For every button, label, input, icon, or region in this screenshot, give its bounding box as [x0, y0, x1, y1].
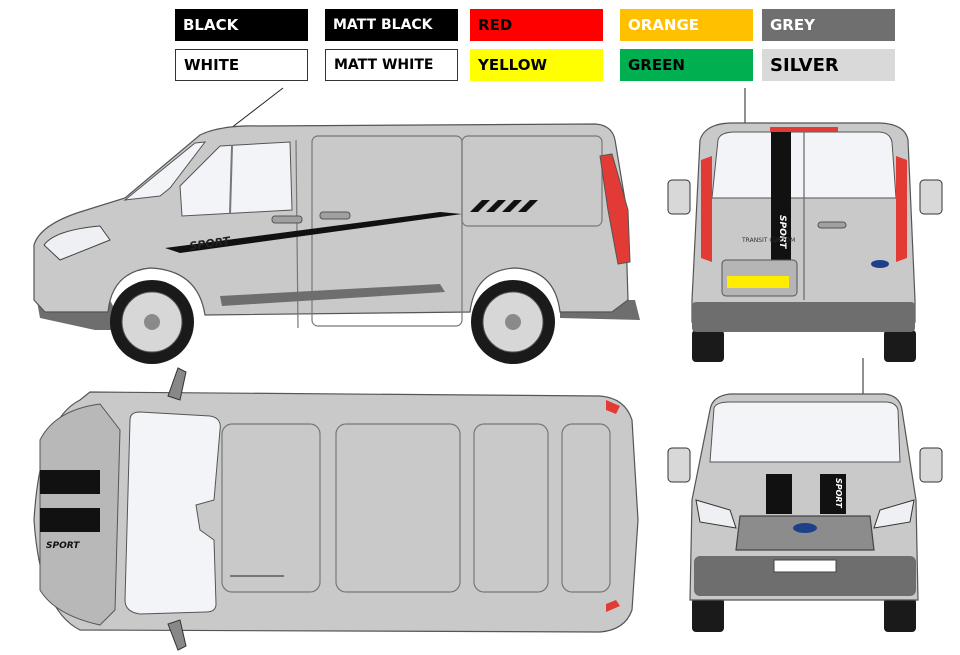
front-bumper [694, 556, 916, 596]
swatch-label: BLACK [183, 16, 239, 34]
top-mirror [167, 367, 187, 401]
rear-lamp-left [701, 156, 712, 262]
top-hood-stripe [40, 470, 100, 494]
mirror-right [919, 179, 943, 215]
swatch-grey: GREY [762, 9, 895, 41]
rear-brake-light [770, 127, 838, 132]
swatch-green: GREEN [620, 49, 753, 81]
front-headlamp-right [873, 499, 915, 529]
swatch-orange: ORANGE [620, 9, 753, 41]
swatch-label: ORANGE [628, 16, 700, 34]
swatch-label: YELLOW [478, 56, 547, 74]
side-windscreen [123, 141, 207, 201]
swatch-label: WHITE [184, 56, 240, 74]
roof-panel [335, 423, 461, 593]
rear-sport-decal: SPORT [777, 215, 787, 249]
front-logo [793, 523, 817, 533]
top-rear-lamp [606, 400, 620, 414]
top-sport-decal: SPORT [46, 541, 80, 551]
mirror-left [667, 179, 691, 215]
front-headlamp-left [695, 499, 737, 529]
rear-tyre-right [884, 330, 916, 362]
rear-stripe-decal [771, 132, 791, 262]
side-stripe-decal [470, 200, 538, 212]
rear-lamp-right [896, 156, 907, 262]
top-rear-lamp [606, 600, 620, 612]
side-rear-lamp [599, 153, 631, 265]
swatch-silver: SILVER [762, 49, 895, 81]
side-sport-decal: SPORT [189, 234, 233, 253]
swatch-label: GREEN [628, 56, 685, 74]
side-moulding [220, 284, 445, 306]
side-cargo-panel [461, 135, 603, 227]
swatch-white: WHITE [175, 49, 308, 81]
swatch-label: MATT BLACK [333, 17, 433, 33]
top-windscreen [124, 411, 221, 615]
swatch-yellow: YELLOW [470, 49, 603, 81]
swatch-red: RED [470, 9, 603, 41]
rear-tyre-left [692, 330, 724, 362]
front-number-plate [773, 559, 837, 573]
swatch-matt-white: MATT WHITE [325, 49, 458, 81]
door-handle [271, 215, 303, 224]
rear-badge: TRANSIT CUSTOM [741, 237, 795, 244]
roof-panel [221, 423, 321, 593]
roof-panel [561, 423, 611, 593]
front-bonnet-stripe [820, 474, 846, 514]
front-wheel [110, 280, 194, 364]
front-tyre-right [884, 598, 916, 632]
van-rear-view: SPORT TRANSIT CUSTOM [667, 88, 943, 362]
door-handle [319, 211, 351, 220]
swatch-label: RED [478, 16, 513, 34]
mirror-right [919, 447, 943, 483]
swatch-label: SILVER [770, 54, 839, 76]
rear-bumper [692, 302, 915, 332]
van-front-view: SPORT [667, 358, 943, 632]
side-lower-skirt [35, 290, 640, 330]
van-side-view: SPORT [33, 87, 640, 364]
swatch-black: BLACK [175, 9, 308, 41]
mirror-left [667, 447, 691, 483]
van-top-view: SPORT [33, 367, 639, 651]
rear-number-plate [727, 276, 789, 288]
rear-logo [871, 260, 889, 268]
window-divider [229, 145, 233, 215]
front-sport-decal: SPORT [834, 478, 843, 508]
rear-wheel [471, 280, 555, 364]
rear-door-handle [817, 221, 847, 229]
side-stripe-decal [165, 212, 462, 253]
roof-panel [473, 423, 549, 593]
side-cab-window [179, 141, 293, 217]
front-windscreen [709, 401, 901, 463]
swatch-matt-black: MATT BLACK [325, 9, 458, 41]
front-bonnet-stripe [766, 474, 792, 514]
swatch-label: GREY [770, 16, 815, 34]
top-mirror [167, 619, 187, 651]
front-tyre-left [692, 598, 724, 632]
side-headlamp [43, 225, 111, 261]
top-hood-stripe [40, 508, 100, 532]
swatch-label: MATT WHITE [334, 57, 434, 73]
